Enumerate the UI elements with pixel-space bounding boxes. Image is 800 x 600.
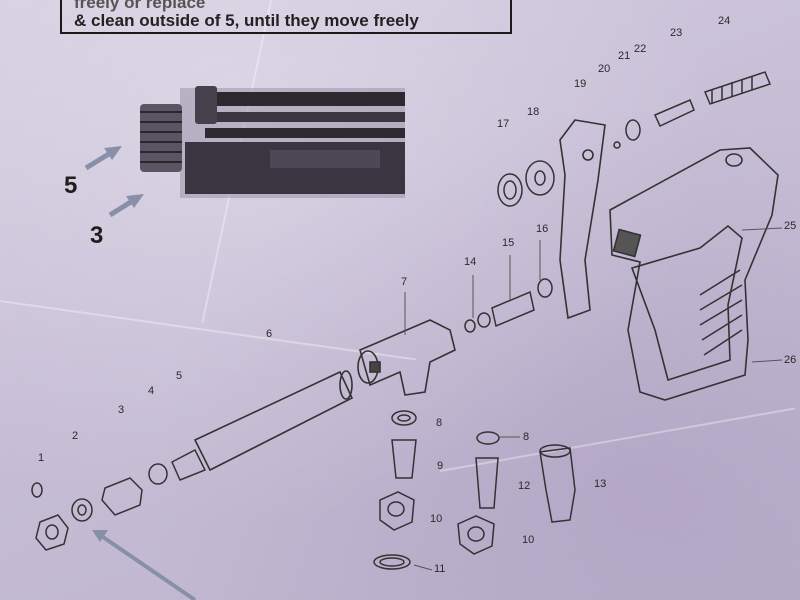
tube-part-6 <box>193 370 354 472</box>
instruction-line-2: & clean outside of 5, until they move fr… <box>74 11 419 30</box>
part-label: 9 <box>437 460 444 472</box>
callout-label-3: 3 <box>90 222 104 249</box>
valve-body-part-7 <box>357 319 456 396</box>
callout-arrow-5 <box>84 146 122 171</box>
part-label: 3 <box>118 404 125 416</box>
part-label: 11 <box>434 563 446 575</box>
callout-arrow-3 <box>108 194 144 218</box>
part-label: 8 <box>523 431 530 443</box>
callout-label-5: 5 <box>64 172 78 199</box>
part-label: 10 <box>522 534 535 546</box>
trigger-lever <box>559 119 606 320</box>
part-label: 4 <box>148 385 155 397</box>
fitting-parts-8-13 <box>373 410 576 570</box>
instruction-note-box: freely or replace & clean outside of 5, … <box>60 0 512 34</box>
part-label: 13 <box>594 478 607 490</box>
part-label: 22 <box>634 43 647 55</box>
fitting-parts-1-5 <box>31 448 207 551</box>
instruction-line-1: freely or replace <box>74 0 206 12</box>
valve-stem-parts <box>613 71 772 149</box>
nozzle-photo <box>140 86 405 198</box>
part-label: 10 <box>430 513 443 525</box>
part-label: 18 <box>527 106 540 118</box>
nut-parts-17-18 <box>497 160 555 207</box>
part-label: 7 <box>401 276 408 288</box>
part-label: 14 <box>464 256 477 268</box>
part-label: 2 <box>72 430 79 442</box>
part-label: 1 <box>38 452 45 464</box>
label-leader-lines <box>404 227 783 571</box>
part-label: 17 <box>497 118 510 130</box>
part-label: 26 <box>784 354 797 366</box>
callout-arrow-bottom <box>92 530 197 600</box>
part-label: 19 <box>574 78 587 90</box>
part-label: 20 <box>598 63 611 75</box>
part-label: 12 <box>518 480 531 492</box>
part-label: 21 <box>618 50 631 62</box>
seal-parts-14-16 <box>464 278 553 333</box>
part-label: 25 <box>784 220 797 232</box>
part-label: 5 <box>176 370 183 382</box>
part-label: 23 <box>670 27 683 39</box>
gun-handle-body <box>609 147 779 401</box>
part-label: 16 <box>536 223 549 235</box>
part-label: 6 <box>266 328 273 340</box>
part-label: 15 <box>502 237 515 249</box>
part-label: 8 <box>436 417 443 429</box>
part-label: 24 <box>718 15 731 27</box>
